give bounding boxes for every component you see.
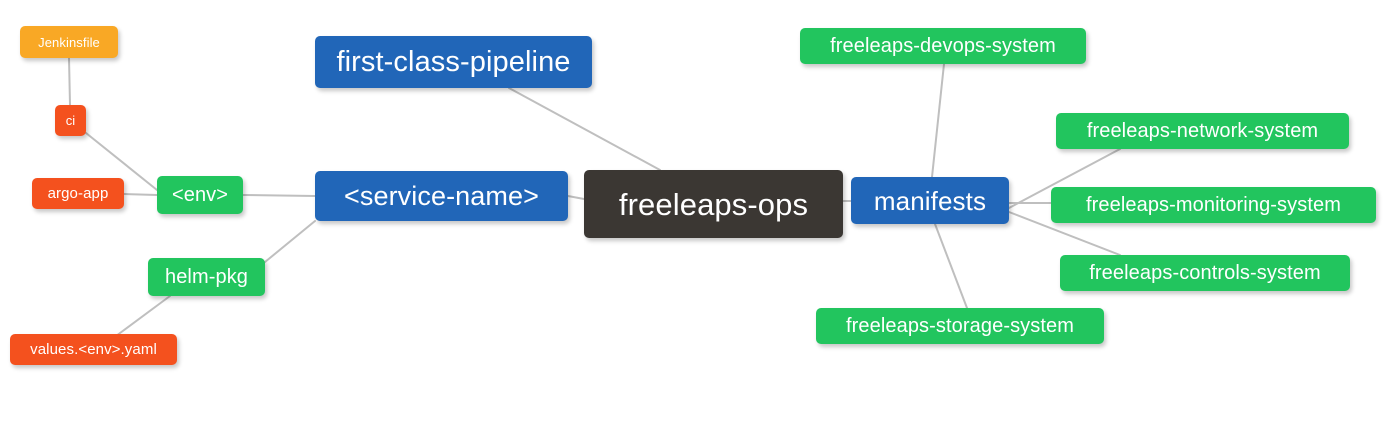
- mindmap-node-manifests[interactable]: manifests: [851, 177, 1009, 224]
- node-label-freeleaps-devops-system: freeleaps-devops-system: [830, 35, 1056, 57]
- mindmap-node-ci[interactable]: ci: [55, 105, 86, 136]
- mindmap-node-freeleaps-storage-system[interactable]: freeleaps-storage-system: [816, 308, 1104, 344]
- mindmap-node-first-class-pipeline[interactable]: first-class-pipeline: [315, 36, 592, 88]
- node-label-ci: ci: [65, 113, 76, 128]
- node-label-service-name: <service-name>: [344, 180, 539, 211]
- mindmap-node-service-name[interactable]: <service-name>: [315, 171, 568, 221]
- edge-service-name-to-helm-pkg: [264, 220, 316, 263]
- node-label-freeleaps-monitoring-system: freeleaps-monitoring-system: [1085, 194, 1341, 216]
- node-label-values-yaml: values.<env>.yaml: [30, 341, 157, 358]
- node-label-manifests: manifests: [873, 185, 987, 216]
- edge-helm-pkg-to-values-yaml: [115, 295, 171, 337]
- mindmap-node-argo-app[interactable]: argo-app: [32, 178, 124, 209]
- node-label-helm-pkg: helm-pkg: [164, 266, 249, 288]
- mindmap-node-freeleaps-ops[interactable]: freeleaps-ops: [584, 170, 843, 238]
- edge-first-class-pipeline-to-freeleaps-ops: [508, 87, 661, 171]
- mindmap-node-values-yaml[interactable]: values.<env>.yaml: [10, 334, 177, 365]
- edge-env-to-service-name: [242, 194, 316, 197]
- node-label-env: <env>: [171, 184, 229, 206]
- node-label-freeleaps-ops: freeleaps-ops: [618, 186, 809, 222]
- edge-argo-app-to-env: [123, 193, 158, 196]
- node-label-jenkinsfile: Jenkinsfile: [38, 34, 100, 50]
- mindmap-node-freeleaps-devops-system[interactable]: freeleaps-devops-system: [800, 28, 1086, 64]
- node-label-freeleaps-storage-system: freeleaps-storage-system: [845, 315, 1075, 337]
- edge-manifests-to-freeleaps-storage-system: [934, 223, 968, 309]
- node-label-argo-app: argo-app: [47, 185, 109, 202]
- edge-manifests-to-freeleaps-devops-system: [931, 63, 945, 178]
- node-label-freeleaps-controls-system: freeleaps-controls-system: [1089, 262, 1321, 284]
- edge-service-name-to-freeleaps-ops: [567, 195, 585, 200]
- node-label-freeleaps-network-system: freeleaps-network-system: [1086, 120, 1319, 142]
- mindmap-node-helm-pkg[interactable]: helm-pkg: [148, 258, 265, 296]
- node-label-first-class-pipeline: first-class-pipeline: [336, 45, 571, 78]
- edge-jenkinsfile-to-ci: [68, 57, 71, 106]
- mindmap-node-freeleaps-network-system[interactable]: freeleaps-network-system: [1056, 113, 1349, 149]
- mindmap-node-freeleaps-monitoring-system[interactable]: freeleaps-monitoring-system: [1051, 187, 1376, 223]
- mindmap-node-env[interactable]: <env>: [157, 176, 243, 214]
- mindmap-node-freeleaps-controls-system[interactable]: freeleaps-controls-system: [1060, 255, 1350, 291]
- mindmap-node-jenkinsfile[interactable]: Jenkinsfile: [20, 26, 118, 58]
